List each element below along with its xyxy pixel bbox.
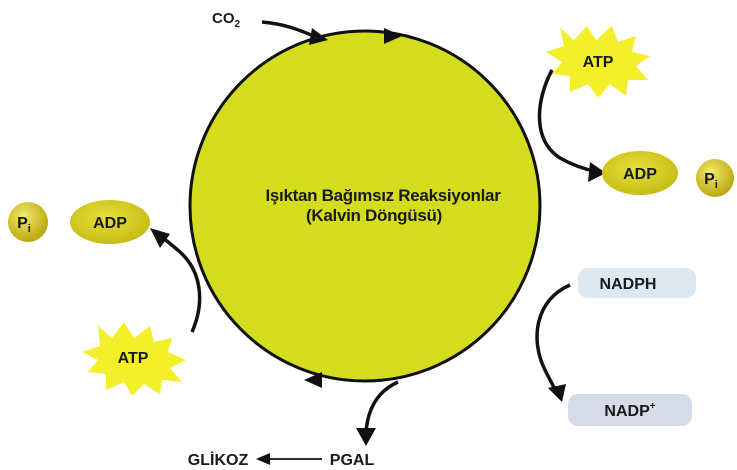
cycle-to-pgal-arrow	[364, 380, 399, 433]
atp-right-arrowhead	[588, 162, 606, 182]
nadph-label: NADPH	[600, 276, 657, 293]
calvin-cycle-circle	[188, 29, 542, 383]
nadph-box	[578, 268, 696, 298]
atp-right-group: ATP	[546, 26, 650, 98]
cycle-title-line1: Işıktan Bağımsız Reaksiyonlar	[265, 186, 501, 205]
atp-left-star	[82, 322, 186, 396]
atp-right-to-adp-arrow	[537, 69, 599, 174]
atp-left-to-adp-arrow	[159, 234, 202, 333]
adp-right-oval	[602, 151, 678, 195]
nadph-to-nadp-arrow	[535, 283, 571, 395]
atp-left-group: ATP	[82, 322, 186, 396]
atp-left-label: ATP	[118, 350, 149, 367]
pi-left-circle	[8, 202, 48, 242]
adp-left-oval	[70, 200, 150, 244]
co2-arrow	[261, 20, 319, 40]
nadp-box	[568, 394, 692, 426]
atp-left-arrowhead	[150, 228, 170, 248]
adp-left-label: ADP	[93, 215, 127, 232]
atp-right-star	[546, 26, 650, 98]
co2-label: CO2	[212, 10, 241, 30]
pgal-label: PGAL	[330, 452, 375, 469]
pgal-arrowhead	[356, 428, 376, 446]
cycle-title-line2: (Kalvin Döngüsü)	[306, 206, 442, 225]
cycle-arrowhead-bottom	[304, 372, 322, 388]
nadp-label: NADP+	[604, 401, 655, 420]
nadph-arrowhead	[548, 384, 566, 402]
adp-right-label: ADP	[623, 166, 657, 183]
glikoz-label: GLİKOZ	[188, 451, 249, 469]
pi-right-circle	[696, 159, 734, 197]
co2-arrowhead	[309, 28, 328, 45]
pi-right-label: Pi	[704, 171, 718, 191]
pi-left-label: Pi	[17, 215, 31, 235]
atp-right-label: ATP	[583, 54, 614, 71]
cycle-arrowhead-top	[384, 28, 402, 44]
glikoz-arrowhead	[256, 453, 270, 465]
